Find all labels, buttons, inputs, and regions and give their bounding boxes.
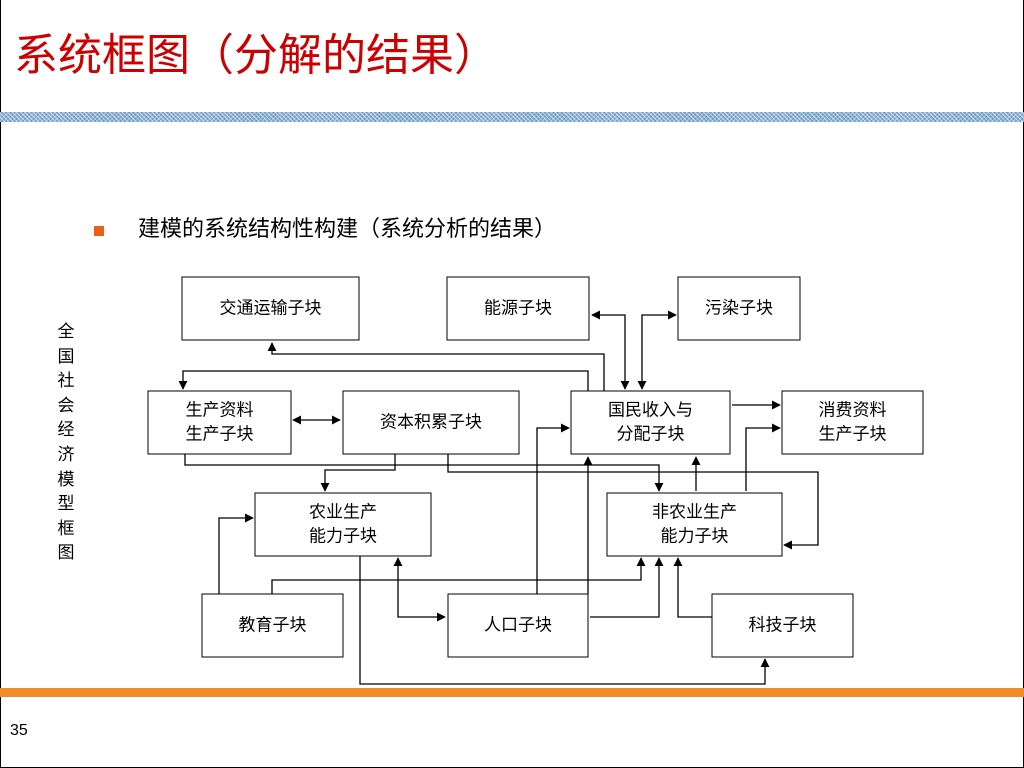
node-label: 消费资料 xyxy=(819,401,887,421)
node-box xyxy=(447,593,589,658)
node-label: 非农业生产 xyxy=(652,503,737,523)
node-box xyxy=(342,390,520,455)
connector-arrow xyxy=(359,556,770,685)
connector-arrow xyxy=(271,557,646,594)
connector-arrow xyxy=(320,454,396,492)
connector-arrow xyxy=(745,423,781,491)
connector-arrow xyxy=(447,454,819,550)
node-label: 能力子块 xyxy=(309,527,377,547)
node-label: 生产子块 xyxy=(186,425,254,445)
connector-arrow xyxy=(178,370,589,391)
node-box xyxy=(446,276,590,341)
node-education: 教育子块 xyxy=(201,593,344,658)
node-transport: 交通运输子块 xyxy=(181,276,360,341)
page-number: 35 xyxy=(10,722,28,739)
connector-arrow xyxy=(591,310,630,390)
node-label: 生产子块 xyxy=(819,425,887,445)
node-capital: 资本积累子块 xyxy=(342,390,520,455)
connector-arrow xyxy=(184,454,664,492)
node-label: 分配子块 xyxy=(617,425,685,445)
node-tech: 科技子块 xyxy=(711,593,854,658)
node-label: 能力子块 xyxy=(661,527,729,547)
connector-arrow xyxy=(393,557,446,622)
node-energy: 能源子块 xyxy=(446,276,590,341)
node-box xyxy=(711,593,854,658)
node-label: 能源子块 xyxy=(484,299,552,319)
connector-arrow xyxy=(267,342,605,391)
node-label: 人口子块 xyxy=(484,616,552,636)
node-pollution: 污染子块 xyxy=(677,276,801,341)
node-label: 污染子块 xyxy=(705,299,773,319)
node-box xyxy=(201,593,344,658)
vertical-side-label: 全国社会经济模型框图 xyxy=(57,322,75,564)
connector-arrow xyxy=(218,513,254,594)
bullet-text: 建模的系统结构性构建（系统分析的结果） xyxy=(138,217,557,242)
footer-band xyxy=(0,688,1024,697)
slide-title: 系统框图（分解的结果） xyxy=(14,30,498,81)
node-box xyxy=(677,276,801,341)
node-label: 资本积累子块 xyxy=(380,413,482,433)
node-label: 生产资料 xyxy=(186,401,254,421)
node-population: 人口子块 xyxy=(447,593,589,658)
node-label: 科技子块 xyxy=(749,616,817,636)
title-divider-band xyxy=(0,112,1024,122)
connector-arrow xyxy=(536,423,570,594)
bullet-square-icon xyxy=(94,226,104,236)
node-label: 交通运输子块 xyxy=(220,299,322,319)
node-box xyxy=(781,390,924,455)
connector-arrow xyxy=(637,310,677,390)
connector-arrow xyxy=(590,557,664,618)
node-label: 教育子块 xyxy=(239,616,307,636)
node-box xyxy=(606,492,783,557)
node-label: 国民收入与 xyxy=(608,401,693,421)
node-box xyxy=(254,492,432,557)
slide-frame-left xyxy=(0,0,1,768)
node-box xyxy=(181,276,360,341)
node-label: 农业生产 xyxy=(309,503,377,523)
node-box xyxy=(147,390,292,455)
node-box xyxy=(570,390,731,455)
